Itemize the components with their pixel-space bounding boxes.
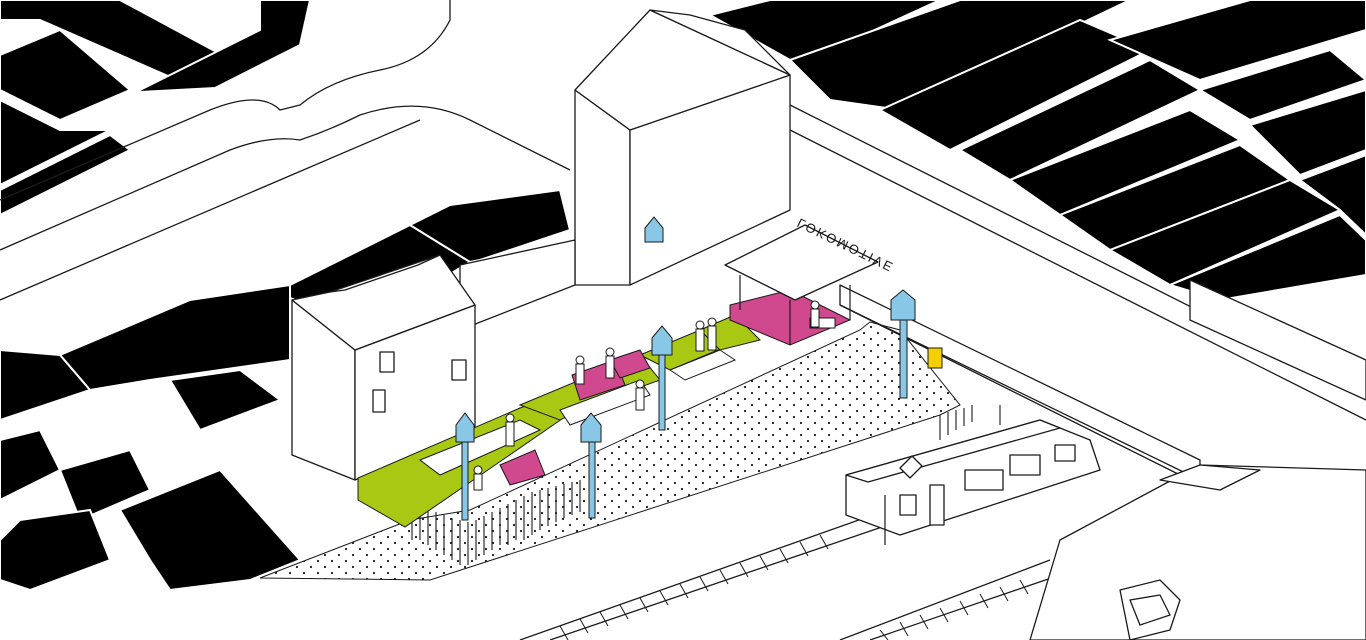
person-icon: [505, 413, 515, 447]
tall-house: [574, 9, 791, 286]
person-icon: [695, 320, 705, 352]
birdhouse-pole-icon: [580, 412, 602, 519]
birdhouse-poles: [455, 216, 916, 521]
city-blocks-top-right: [707, 0, 1366, 302]
birdhouse-pole-icon: [455, 412, 475, 521]
yellow-box-icon: [927, 347, 943, 369]
fence: [411, 405, 1001, 565]
city-blocks-left: [0, 188, 572, 592]
gravel-plaza: [259, 321, 961, 581]
birdhouse-pole-icon: [651, 325, 673, 431]
person-icon: [575, 355, 585, 385]
small-house: [291, 239, 576, 481]
city-blocks-top-left: [0, 0, 312, 217]
magenta-platforms: [499, 349, 651, 486]
birdhouse-pole-icon: [890, 289, 916, 399]
bottom-right-building: [1029, 464, 1366, 640]
person-icon: [605, 347, 615, 379]
people: [473, 300, 820, 491]
person-icon: [707, 317, 717, 351]
train-icon: [845, 419, 1101, 545]
overpass: [839, 279, 1366, 481]
person-icon: [635, 379, 645, 411]
birdhouse-pole-icon: [644, 216, 664, 243]
person-icon: [473, 465, 483, 491]
person-icon: [810, 300, 820, 328]
